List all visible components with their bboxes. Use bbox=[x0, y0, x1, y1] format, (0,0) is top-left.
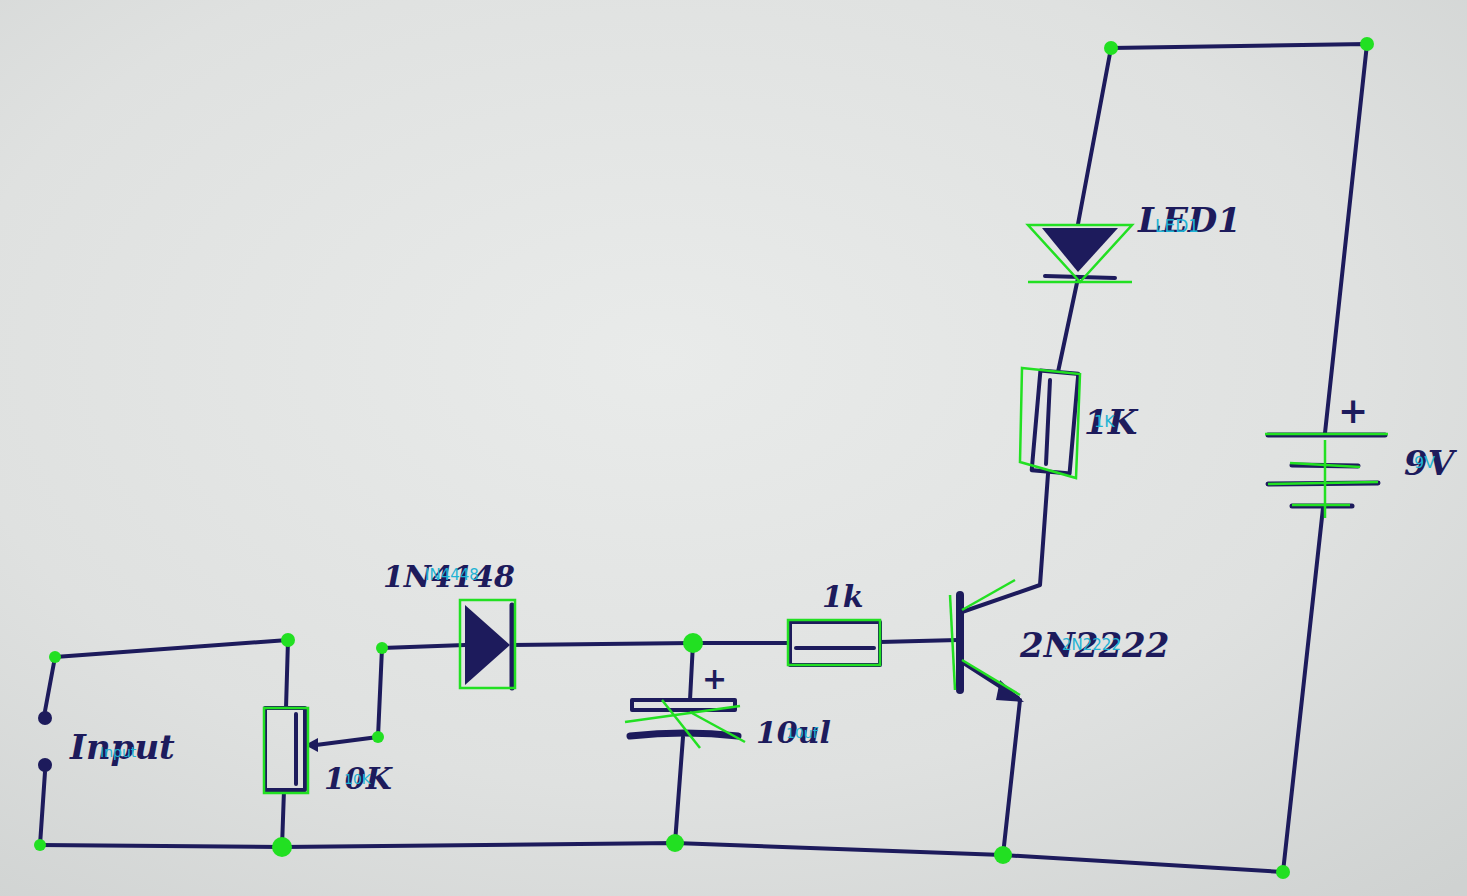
node-dot bbox=[683, 633, 703, 653]
battery-symbol bbox=[1292, 504, 1352, 509]
wire-group bbox=[40, 44, 1385, 872]
wire bbox=[1003, 700, 1020, 855]
led-bar bbox=[1045, 276, 1115, 278]
battery-symbol bbox=[1268, 483, 1378, 484]
capacitor-plate bbox=[630, 733, 738, 736]
annotation-label: 10K bbox=[344, 772, 371, 786]
annotation-line bbox=[962, 660, 1020, 695]
annotation-line bbox=[950, 595, 955, 690]
annotation-line bbox=[1324, 440, 1327, 518]
annotation-line bbox=[1268, 482, 1378, 484]
node-dot bbox=[1104, 41, 1118, 55]
resistor-symbol bbox=[1032, 371, 1079, 474]
annotation-line bbox=[1265, 433, 1388, 436]
wire bbox=[962, 474, 1048, 612]
annotation-label: 2N2222 bbox=[1062, 638, 1121, 653]
resistor-symbol bbox=[1046, 380, 1050, 464]
input-terminal bbox=[38, 711, 52, 725]
wire bbox=[1283, 508, 1323, 872]
component-label: + bbox=[1338, 392, 1368, 428]
potentiometer-symbol bbox=[265, 708, 305, 790]
annotation-overlay bbox=[264, 225, 1388, 793]
wire bbox=[1078, 48, 1111, 224]
annotation-label: 9V bbox=[1414, 455, 1435, 471]
annotation-box bbox=[1020, 368, 1080, 478]
annotation-box bbox=[1028, 281, 1132, 284]
filled-symbols bbox=[38, 228, 1118, 772]
wire bbox=[1058, 278, 1078, 372]
wire bbox=[316, 645, 465, 745]
input-terminal bbox=[38, 758, 52, 772]
wire bbox=[286, 640, 288, 708]
annotation-box bbox=[264, 708, 308, 793]
wire bbox=[675, 737, 683, 843]
wire bbox=[45, 657, 55, 711]
annotation-box bbox=[460, 600, 515, 688]
wire bbox=[1111, 44, 1367, 433]
node-dot bbox=[994, 846, 1012, 864]
annotation-label: IN4448 bbox=[425, 568, 479, 583]
node-dot bbox=[1360, 37, 1374, 51]
wire bbox=[40, 772, 45, 845]
annotation-label: LED1 bbox=[1155, 218, 1199, 235]
annotation-dots bbox=[34, 37, 1374, 879]
annotation-label: 10uf bbox=[786, 726, 818, 740]
diode-symbol bbox=[465, 605, 510, 685]
node-dot bbox=[272, 837, 292, 857]
node-dot bbox=[666, 834, 684, 852]
annotation-box bbox=[788, 620, 880, 665]
annotation-line bbox=[962, 580, 1015, 610]
resistor-symbol bbox=[796, 646, 874, 650]
node-dot bbox=[372, 731, 384, 743]
annotation-label: 1K bbox=[1094, 414, 1115, 430]
led-symbol bbox=[1042, 228, 1118, 272]
potentiometer-symbol bbox=[294, 714, 298, 784]
annotation-label: Input bbox=[100, 745, 136, 759]
node-dot bbox=[49, 651, 61, 663]
node-dot bbox=[1276, 865, 1290, 879]
annotation-line bbox=[662, 700, 700, 748]
node-dot bbox=[281, 633, 295, 647]
annotation-line bbox=[625, 706, 740, 722]
wire bbox=[512, 643, 790, 645]
ground-wire bbox=[40, 843, 1283, 872]
annotation-box bbox=[1028, 225, 1132, 282]
component-label: 1k bbox=[822, 582, 864, 612]
node-dot bbox=[34, 839, 46, 851]
wire bbox=[55, 640, 288, 657]
wire bbox=[880, 640, 958, 642]
component-label: + bbox=[702, 664, 727, 694]
annotation-line bbox=[690, 712, 745, 742]
annotation-line bbox=[1292, 504, 1350, 507]
node-dot bbox=[376, 642, 388, 654]
resistor-symbol bbox=[790, 622, 880, 665]
